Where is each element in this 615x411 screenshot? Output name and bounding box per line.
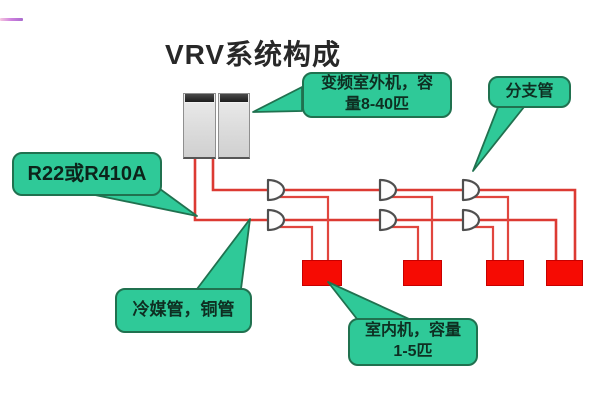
- callout-indoor-line2: 1-5匹: [393, 343, 433, 360]
- indoor-unit: [403, 260, 442, 286]
- branch-joint-icon: [266, 178, 286, 202]
- outdoor-unit-top-cap: [185, 94, 214, 103]
- outdoor-unit: [183, 93, 250, 159]
- outdoor-unit-module: [183, 93, 216, 159]
- branch-drop-pipe: [390, 195, 434, 262]
- branch-joint-symbols: [266, 178, 481, 232]
- indoor-callout-tail: [327, 281, 410, 320]
- branch-drop-pipe: [473, 195, 510, 262]
- indoor-unit: [546, 260, 583, 286]
- callout-indoor-unit: 室内机，容量 1-5匹: [348, 318, 478, 366]
- indoor-unit: [486, 260, 524, 286]
- branch-drop-pipe: [279, 195, 330, 262]
- branch-drop-pipe: [390, 225, 420, 262]
- outdoor-unit-top-cap: [219, 94, 248, 103]
- branch-joint-icon: [461, 208, 481, 232]
- branch-drop-pipe: [473, 225, 495, 262]
- callout-refrigerant-type: R22或R410A: [12, 152, 162, 196]
- liquid-main-pipe: [193, 155, 558, 262]
- callout-branch-label: 分支管: [505, 82, 554, 100]
- branch-joint-icon: [378, 208, 398, 232]
- outdoor-callout-tail: [252, 86, 303, 113]
- indoor-unit: [302, 260, 342, 286]
- outdoor-unit-module: [217, 93, 250, 159]
- callout-branch-pipe: 分支管: [488, 76, 571, 108]
- callout-indoor-line1: 室内机，容量: [364, 322, 461, 340]
- copper-callout-tail: [196, 218, 251, 290]
- branch-drop-pipe: [279, 225, 314, 262]
- callout-copper-pipe: 冷媒管，铜管: [115, 288, 252, 333]
- branch-callout-tail: [472, 106, 525, 172]
- callout-outdoor-line2: 量8-40匹: [344, 96, 410, 113]
- branch-joint-icon: [266, 208, 286, 232]
- callout-outdoor-line1: 变频室外机，容: [320, 75, 433, 93]
- screen-artifact-line: [0, 18, 23, 21]
- branch-joint-icon: [461, 178, 481, 202]
- callout-refrigerant-label: R22或R410A: [27, 163, 147, 185]
- callout-outdoor-unit: 变频室外机，容 量8-40匹: [302, 72, 452, 118]
- page-title: VRV系统构成: [164, 39, 342, 70]
- branch-joint-icon: [378, 178, 398, 202]
- branch-pipes: [279, 195, 510, 262]
- callout-copper-label: 冷媒管，铜管: [132, 300, 235, 320]
